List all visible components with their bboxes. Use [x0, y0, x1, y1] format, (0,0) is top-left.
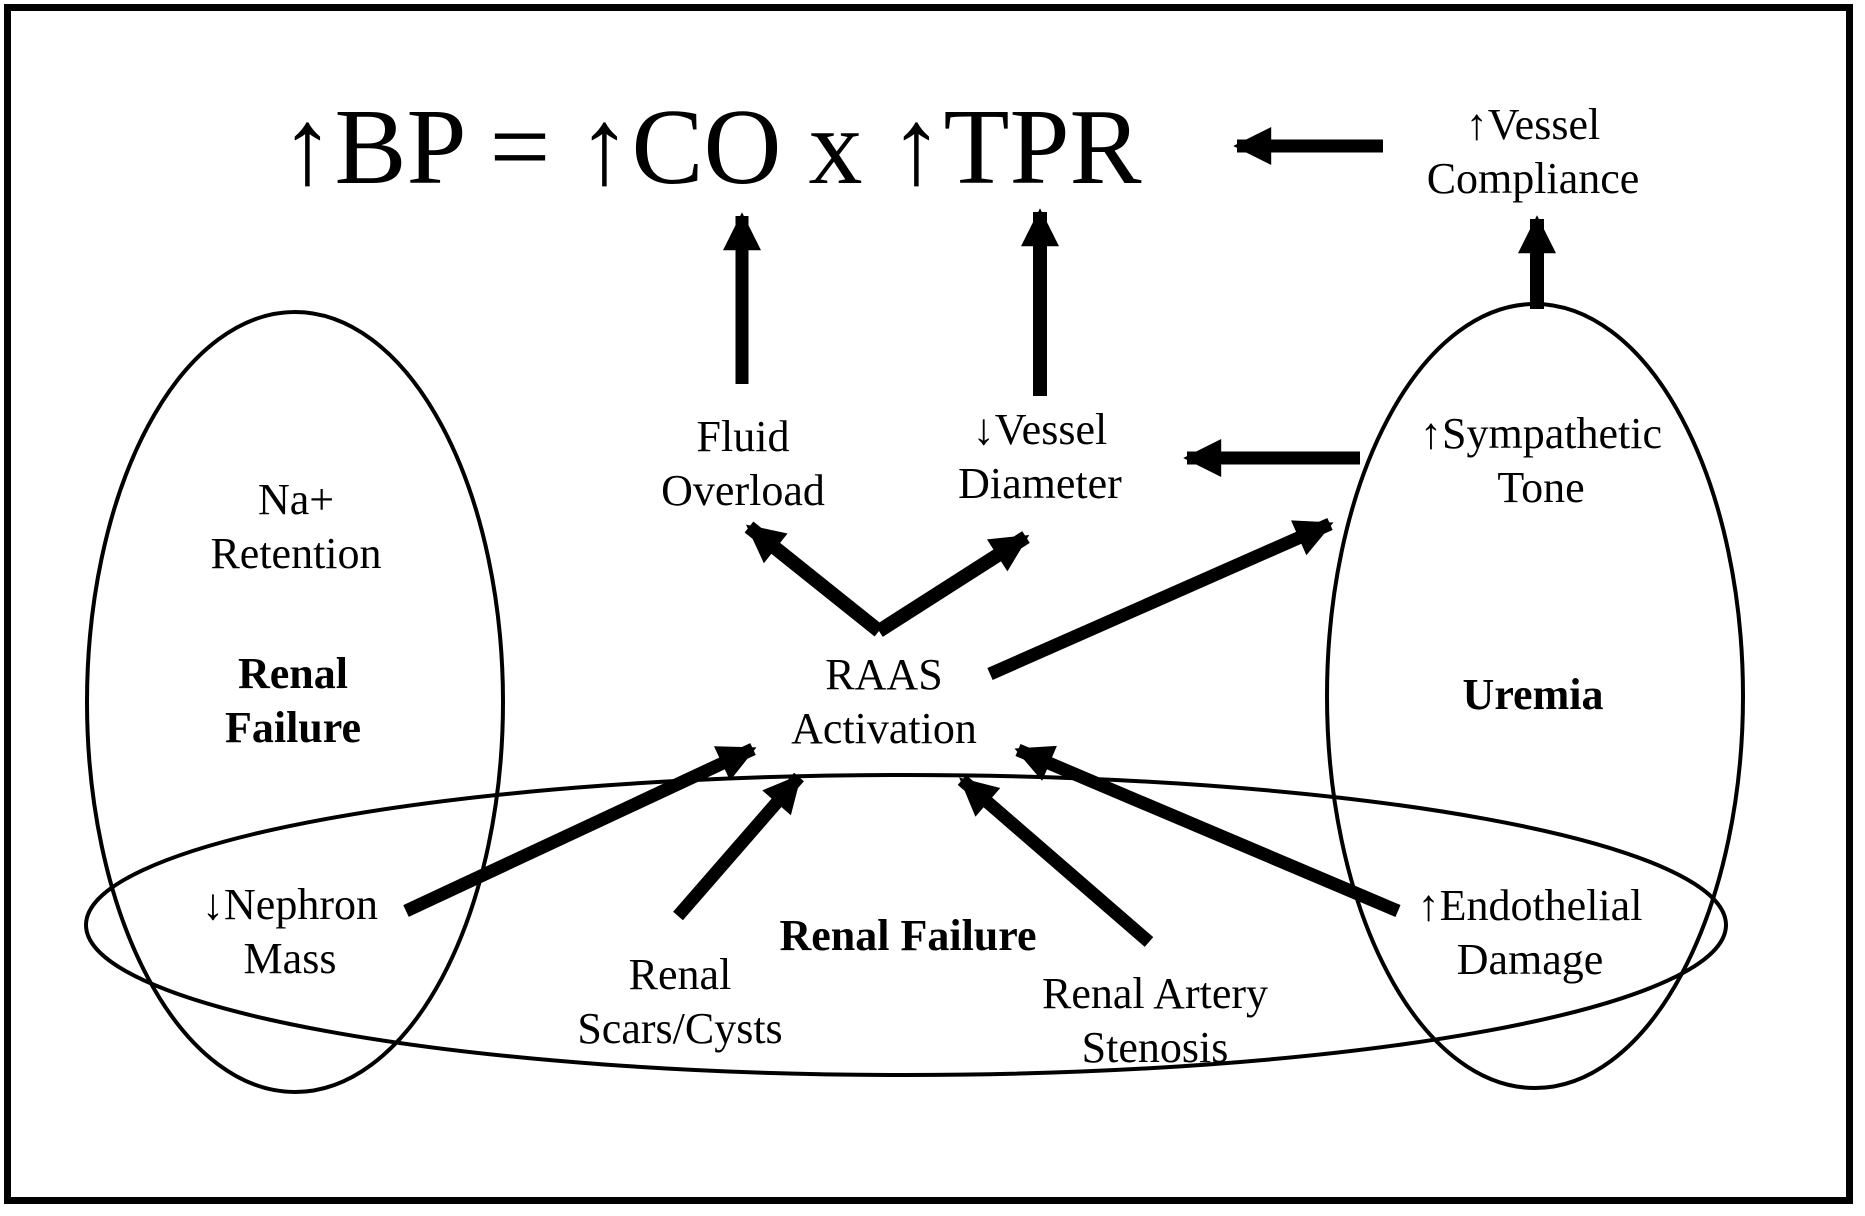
label-raas-activation-line1: RAAS	[825, 650, 943, 699]
label-nephron-mass: ↓Nephron Mass	[202, 878, 378, 986]
label-na-retention-line2: Retention	[210, 529, 382, 578]
label-renal-scars-cysts: Renal Scars/Cysts	[577, 948, 782, 1056]
label-sympathetic-tone: ↑Sympathetic Tone	[1420, 407, 1662, 515]
label-renal-artery-stenosis-line1: Renal Artery	[1041, 969, 1269, 1018]
label-endothelial-damage: ↑Endothelial Damage	[1418, 879, 1643, 987]
label-fluid-overload-line2: Overload	[661, 466, 825, 515]
label-sympathetic-tone-line1: ↑Sympathetic	[1420, 409, 1662, 458]
arrow-nephron-mass-to-raas	[403, 743, 757, 917]
label-vessel-diameter-line2: Diameter	[958, 459, 1122, 508]
label-na-retention: Na+ Retention	[210, 473, 381, 581]
arrow-endothelial-damage-to-raas	[1014, 744, 1401, 917]
label-renal-artery-stenosis: Renal Artery Stenosis	[1042, 967, 1268, 1075]
label-renal-failure-left-line1: Renal	[238, 649, 348, 698]
left-renal-failure-ellipse	[85, 310, 505, 1094]
label-renal-failure-left: Renal Failure	[225, 647, 361, 755]
label-vessel-diameter: ↓Vessel Diameter	[958, 403, 1122, 511]
label-vessel-compliance-line1: ↑Vessel	[1465, 100, 1601, 149]
label-renal-scars-cysts-line1: Renal	[628, 950, 732, 999]
label-raas-activation: RAAS Activation	[791, 648, 977, 756]
label-renal-failure-left-line2: Failure	[224, 703, 362, 752]
arrow-renal-artery-stenosis-to-raas	[957, 775, 1154, 947]
label-vessel-compliance-line2: Compliance	[1426, 154, 1640, 203]
label-renal-scars-cysts-line2: Scars/Cysts	[577, 1004, 783, 1053]
label-renal-artery-stenosis-line2: Stenosis	[1081, 1023, 1229, 1072]
label-raas-activation-line2: Activation	[791, 704, 977, 753]
label-vessel-diameter-line1: ↓Vessel	[972, 405, 1108, 454]
label-endothelial-damage-line1: ↑Endothelial	[1417, 881, 1643, 930]
label-nephron-mass-line2: Mass	[243, 934, 337, 983]
label-sympathetic-tone-line2: Tone	[1497, 463, 1585, 512]
label-na-retention-line1: Na+	[257, 475, 335, 524]
outer-border	[4, 4, 1853, 1204]
label-nephron-mass-line1: ↓Nephron	[202, 880, 378, 929]
label-vessel-compliance: ↑Vessel Compliance	[1427, 98, 1640, 206]
label-uremia: Uremia	[1462, 670, 1604, 719]
arrow-renal-scars-cysts-to-raas	[673, 772, 804, 921]
arrow-raas-to-sympathetic-tone	[987, 518, 1334, 680]
label-renal-failure-bottom: Renal Failure	[779, 911, 1037, 960]
label-fluid-overload-line1: Fluid	[696, 412, 790, 461]
bottom-renal-failure-ellipse	[84, 773, 1728, 1077]
bp-equation: ↑BP = ↑CO x ↑TPR	[280, 88, 1142, 207]
arrow-raas-to-fluid-overload	[744, 521, 884, 637]
label-endothelial-damage-line2: Damage	[1456, 935, 1604, 984]
label-fluid-overload: Fluid Overload	[661, 410, 825, 518]
arrow-raas-to-vessel-diameter	[875, 531, 1030, 637]
